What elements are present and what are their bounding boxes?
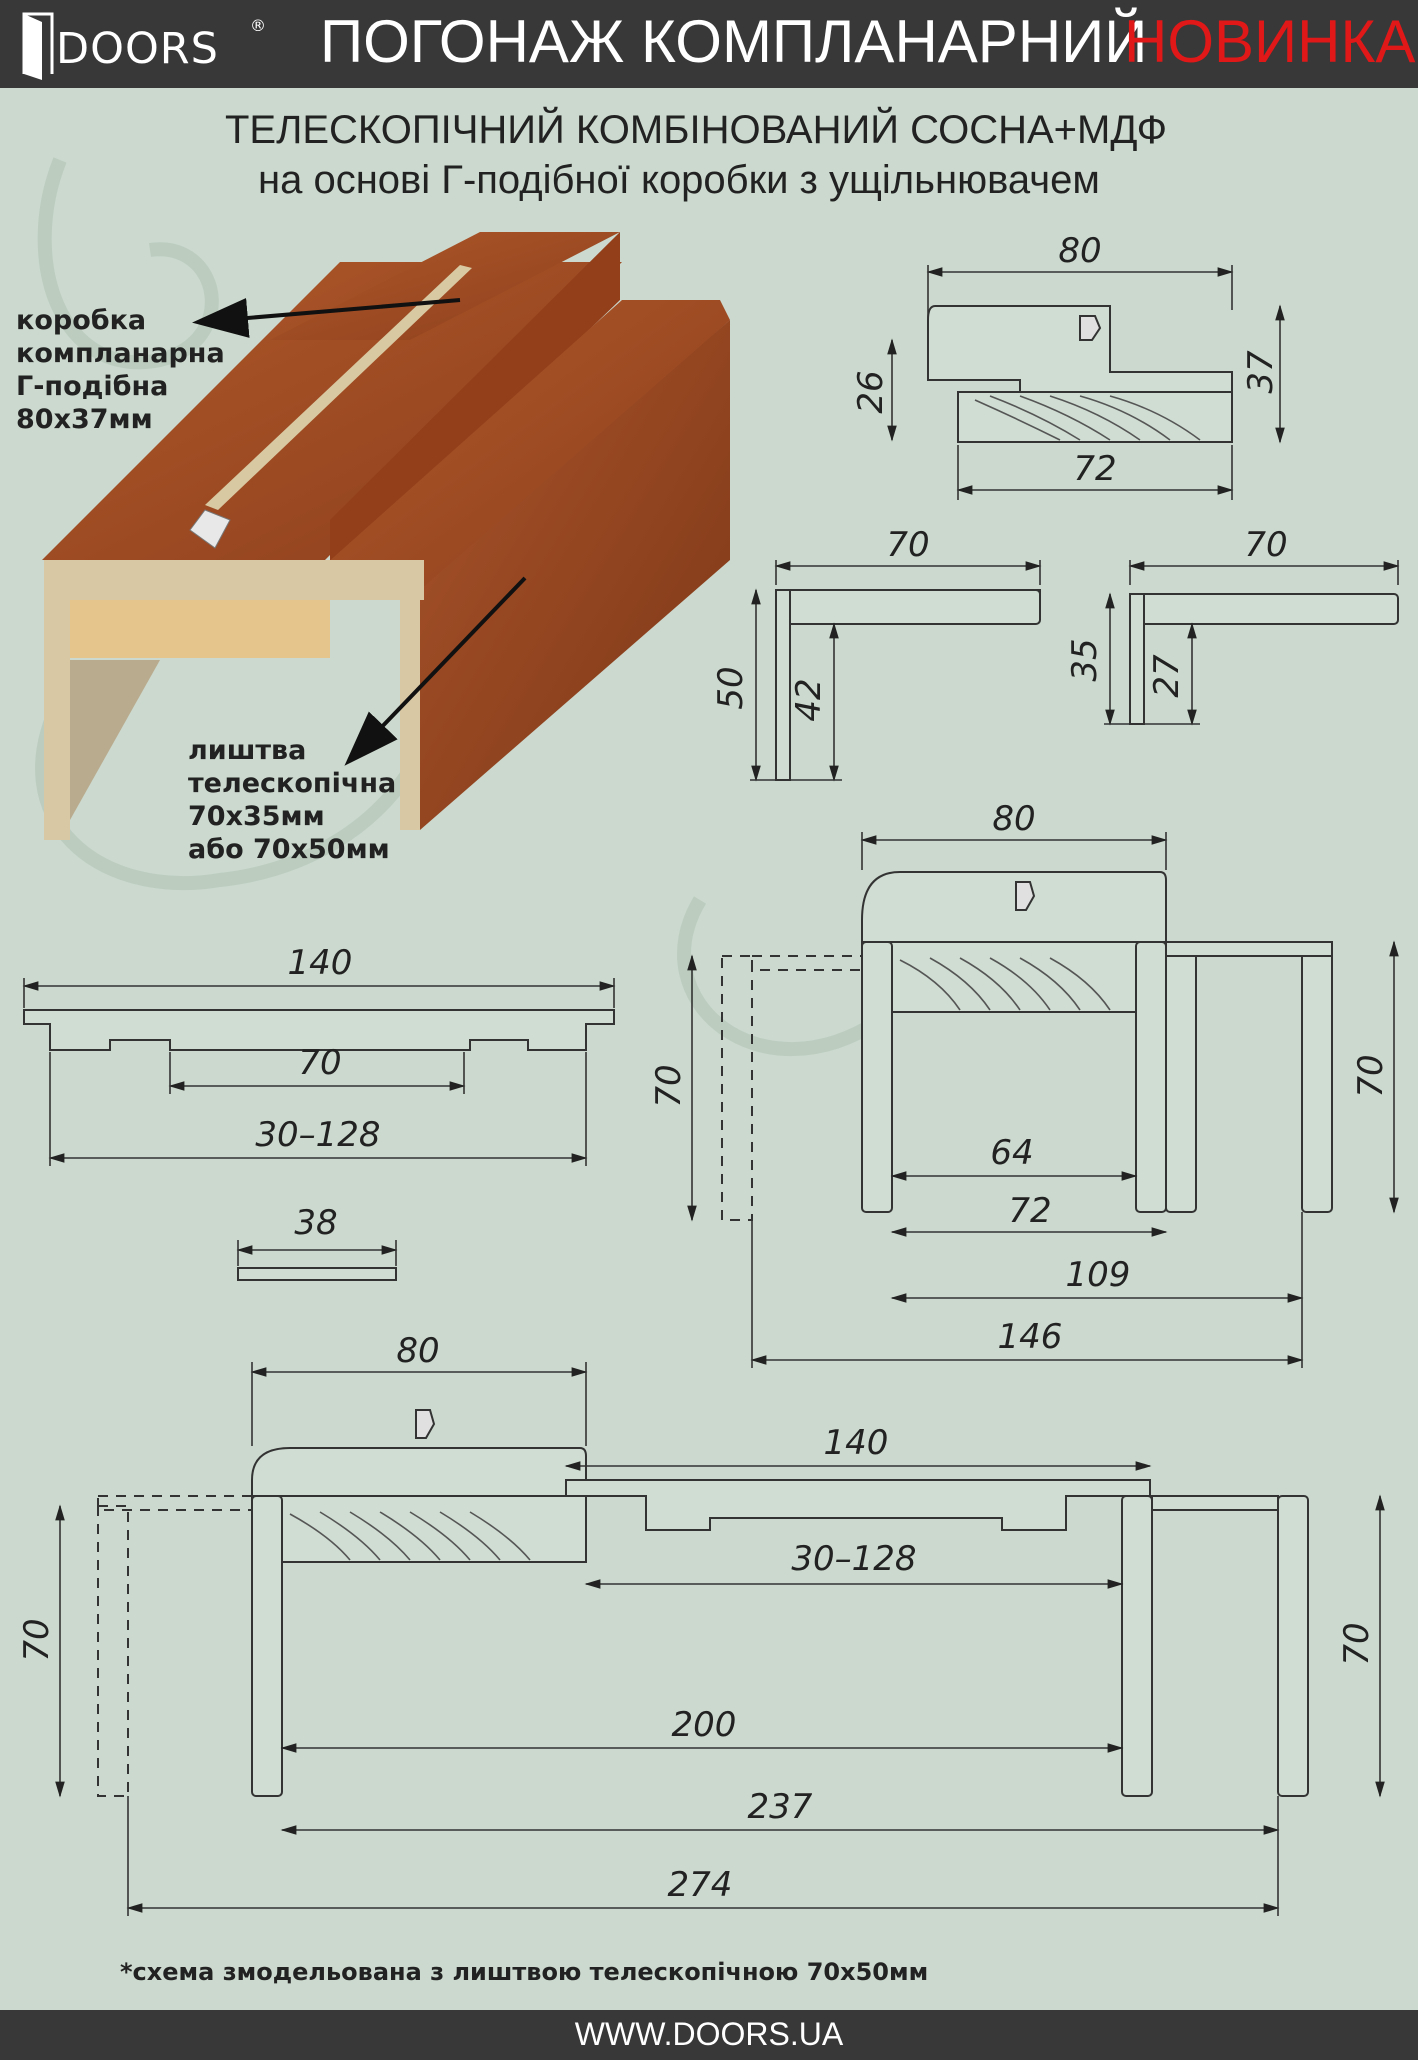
assembly-small-146-value: 146 [998, 1317, 1063, 1357]
casing-50-inner-height-value: 42 [789, 678, 829, 721]
logo-text: DOORS [56, 24, 219, 74]
subtitle-line-2: на основі Г-подібної коробки з ущільнюва… [258, 158, 1100, 202]
casing-50-dimensions [750, 560, 1042, 782]
frame-label-line: коробка [16, 305, 147, 336]
assembly-large-dimensions [55, 1362, 1385, 1916]
assembly-large-range-value: 30–128 [791, 1539, 916, 1579]
frame-label-line: 80х37мм [16, 404, 153, 435]
assembly-small-dimensions [687, 832, 1399, 1368]
footer-bar [0, 2010, 1418, 2060]
assembly-small-72-value: 72 [1008, 1191, 1051, 1231]
registered-mark: ® [250, 16, 266, 35]
casing-label-line: телескопічна [188, 768, 397, 799]
casing-label-line: лиштва [188, 735, 307, 766]
assembly-small-drawing [721, 871, 1333, 1221]
assembly-small-109-value: 109 [1066, 1255, 1131, 1295]
frame-right-height-value: 37 [1241, 350, 1281, 394]
frame-base-value: 72 [1073, 449, 1116, 489]
frame-left-height-value: 26 [851, 370, 891, 413]
extension-width-value: 140 [288, 943, 353, 983]
casing-label-line: 70х35мм [188, 801, 325, 832]
extension-range-value: 30–128 [255, 1115, 380, 1155]
casing-35-drawing [1129, 593, 1399, 725]
assembly-small-right-height-value: 70 [1351, 1054, 1391, 1097]
frame-label-line: компланарна [16, 338, 225, 369]
assembly-large-frame-value: 80 [396, 1331, 439, 1371]
strip-width-value: 38 [294, 1203, 337, 1243]
assembly-large-237-value: 237 [748, 1787, 813, 1827]
casing-label: лиштва телескопічна 70х35мм або 70х50мм [188, 734, 396, 866]
casing-35-width-value: 70 [1244, 525, 1287, 565]
casing-35-inner-height-value: 27 [1147, 654, 1187, 698]
casing-50-width-value: 70 [886, 525, 929, 565]
assembly-small-left-height-value: 70 [649, 1064, 689, 1107]
frame-pointer-arrow [192, 298, 461, 338]
footer-url-link[interactable]: WWW.DOORS.UA [574, 2016, 844, 2052]
assembly-large-left-height-value: 70 [17, 1618, 57, 1661]
extension-drawing [23, 1009, 615, 1051]
assembly-large-right-height-value: 70 [1337, 1622, 1377, 1665]
frame-label: коробка компланарна Г-подібна 80х37мм [16, 304, 225, 436]
extension-middle-value: 70 [298, 1043, 341, 1083]
frame-section-drawing [927, 305, 1233, 443]
casing-pointer-arrow [344, 576, 527, 766]
doors-logo[interactable]: DOORS ® [20, 8, 266, 80]
casing-50-outer-height-value: 50 [711, 666, 751, 709]
extension-dimensions [22, 978, 616, 1166]
footnote: *схема змодельована з лиштвою телескопіч… [120, 1958, 929, 1986]
assembly-large-274-value: 274 [668, 1865, 733, 1905]
frame-width-value: 80 [1058, 231, 1101, 271]
casing-35-outer-height-value: 35 [1065, 638, 1105, 681]
new-badge: НОВИНКА! [1124, 8, 1418, 75]
assembly-large-200-value: 200 [672, 1705, 737, 1745]
casing-35-dimensions [1104, 560, 1400, 726]
page-title: ПОГОНАЖ КОМПЛАНАРНИЙ [320, 8, 1148, 75]
casing-label-line: або 70х50мм [188, 834, 390, 865]
assembly-small-frame-value: 80 [992, 799, 1035, 839]
assembly-large-extension-value: 140 [824, 1423, 889, 1463]
frame-section-dimensions [887, 265, 1285, 500]
assembly-large-drawing [97, 1409, 1309, 1797]
frame-3d-illustration [42, 232, 730, 840]
door-logo-icon [22, 12, 54, 80]
assembly-small-64-value: 64 [990, 1133, 1033, 1173]
header-bar [0, 0, 1418, 88]
strip-drawing [236, 1240, 398, 1281]
subtitle-line-1: ТЕЛЕСКОПІЧНИЙ КОМБІНОВАНИЙ СОСНА+МДФ [225, 108, 1167, 152]
frame-label-line: Г-подібна [16, 371, 169, 402]
